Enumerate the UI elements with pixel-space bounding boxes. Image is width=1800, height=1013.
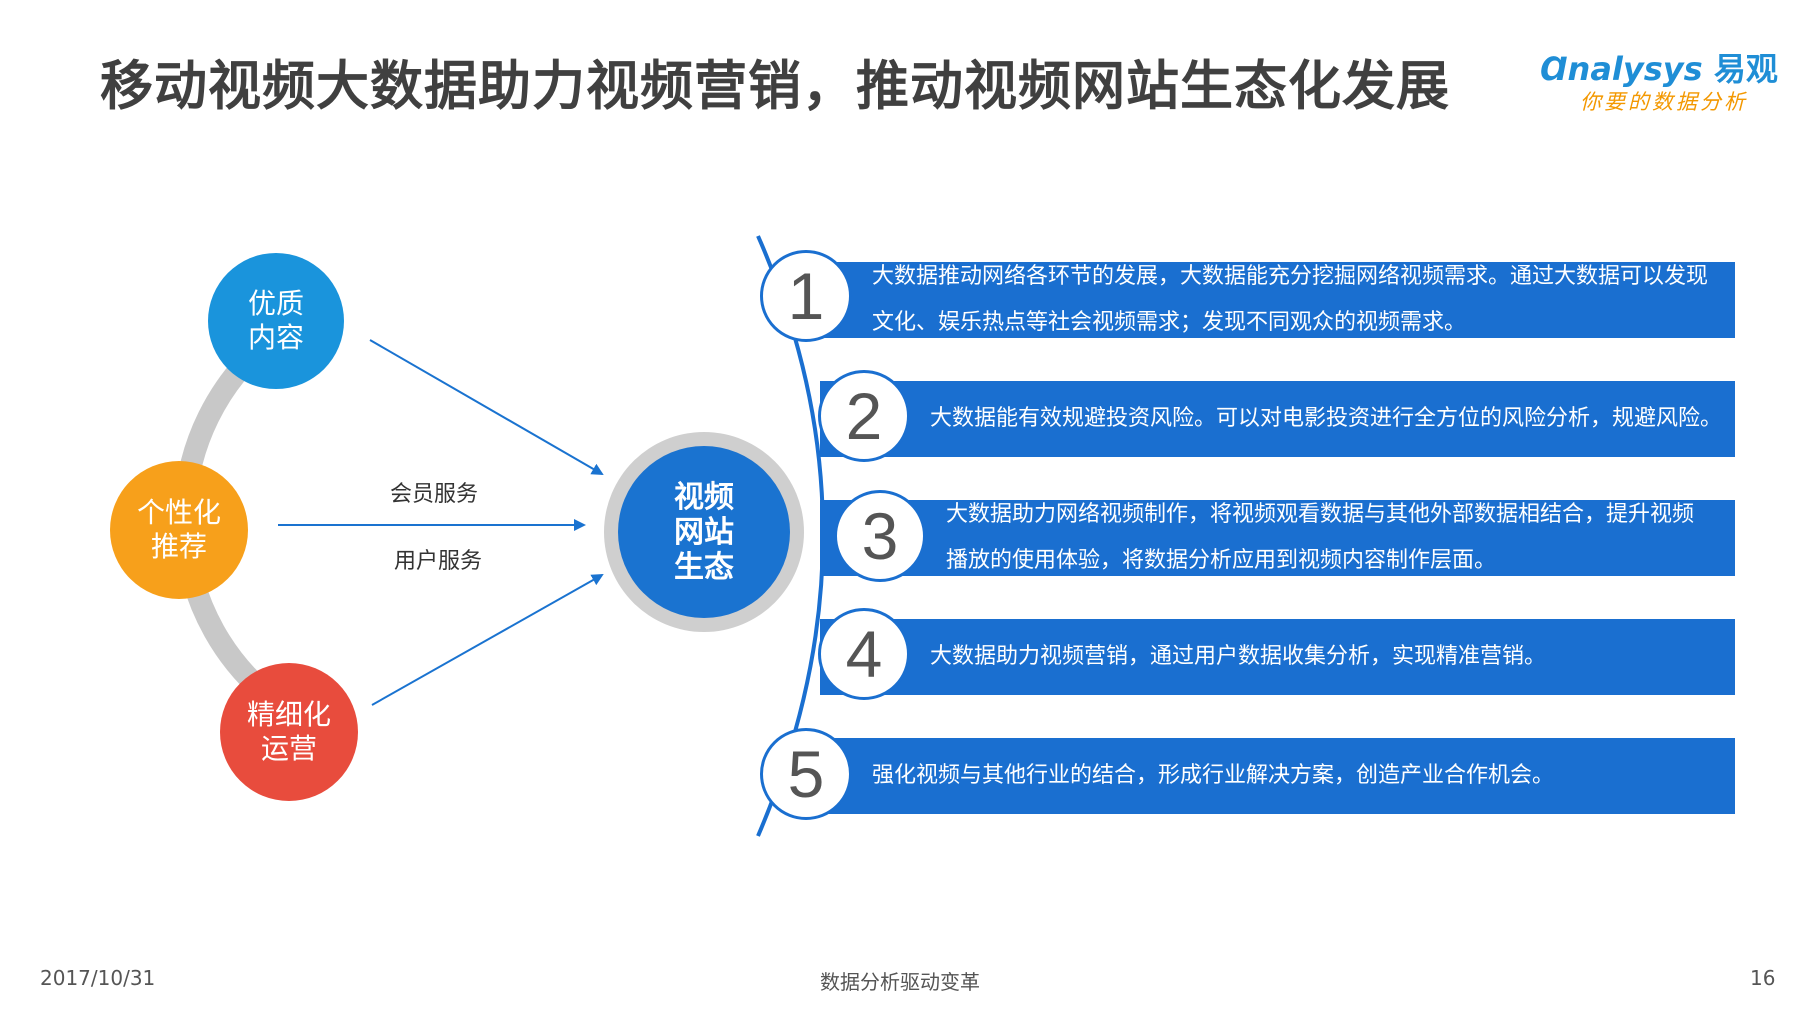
- item-number-4: 4: [818, 608, 910, 700]
- item-bar-4: 大数据助力视频营销，通过用户数据收集分析，实现精准营销。: [820, 619, 1735, 695]
- item-number-1: 1: [760, 250, 852, 342]
- slide-title: 移动视频大数据助力视频营销，推动视频网站生态化发展: [100, 56, 1450, 117]
- item-number-5: 5: [760, 728, 852, 820]
- item-number-3: 3: [834, 490, 926, 582]
- analysys-logo: Ɑnalysys 易观 你要的数据分析: [1540, 44, 1778, 114]
- logo-brand: Ɑnalysys 易观: [1540, 50, 1778, 88]
- item-number-2: 2: [818, 370, 910, 462]
- item-bar-5: 强化视频与其他行业的结合，形成行业解决方案，创造产业合作机会。: [820, 738, 1735, 814]
- footer-date: 2017/10/31: [40, 966, 156, 990]
- footer-tagline: 数据分析驱动变革: [820, 970, 980, 994]
- arrow-bottom: [371, 574, 604, 706]
- center-node-video-ecosystem: 视频 网站 生态: [618, 446, 790, 618]
- item-bar-1: 大数据推动网络各环节的发展，大数据能充分挖掘网络视频需求。通过大数据可以发现 文…: [820, 262, 1735, 338]
- logo-a-glyph: Ɑ: [1540, 50, 1568, 88]
- node-quality-content: 优质 内容: [208, 253, 344, 389]
- item-bar-2: 大数据能有效规避投资风险。可以对电影投资进行全方位的风险分析，规避风险。: [820, 381, 1735, 457]
- page-number: 16: [1750, 966, 1776, 990]
- logo-tagline: 你要的数据分析: [1580, 90, 1748, 114]
- node-personalized-recommendation: 个性化 推荐: [110, 461, 248, 599]
- label-member-service: 会员服务: [390, 482, 479, 507]
- logo-brand-cn: 易观: [1713, 50, 1778, 88]
- item-bar-3: 大数据助力网络视频制作，将视频观看数据与其他外部数据相结合，提升视频 播放的使用…: [820, 500, 1735, 576]
- arrow-top: [369, 339, 604, 476]
- label-user-service: 用户服务: [394, 549, 483, 574]
- node-refined-operation: 精细化 运营: [220, 663, 358, 801]
